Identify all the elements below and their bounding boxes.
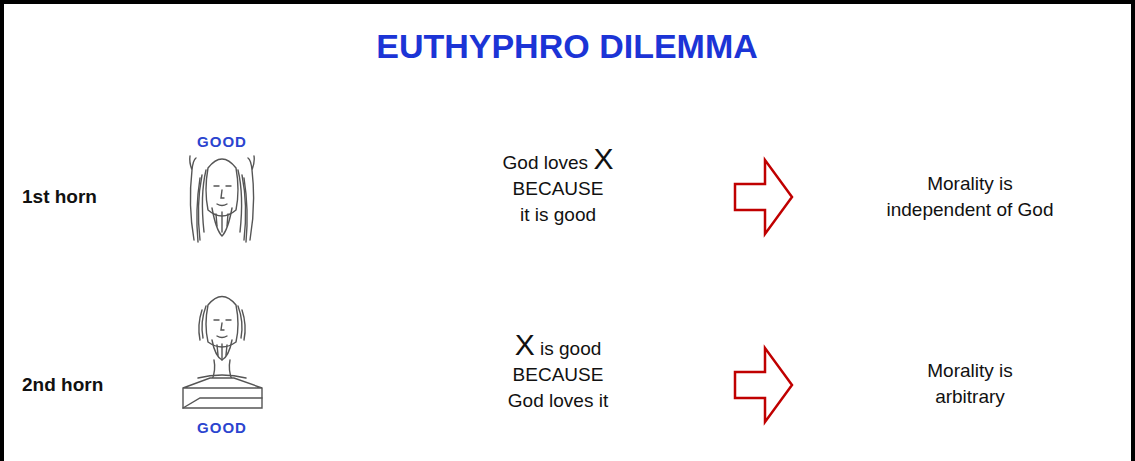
good-tag: GOOD (197, 419, 247, 437)
word: independent (887, 199, 992, 220)
word: it (599, 390, 609, 411)
word: God (503, 152, 539, 173)
conclusion-text: Morality is arbitrary (927, 358, 1013, 410)
premise-text: X is good BECAUSE God loves it (508, 330, 608, 414)
word: GOOD (197, 133, 247, 150)
implies-arrow (735, 348, 792, 422)
word: X (593, 142, 613, 175)
row-label: 2nd horn (22, 372, 103, 398)
word: good (554, 204, 596, 225)
word: God (508, 390, 544, 411)
row-label: 1st horn (22, 184, 97, 210)
good-tag: GOOD (197, 133, 247, 151)
word: is (535, 204, 549, 225)
word: 2nd (22, 374, 56, 395)
word: Morality (927, 173, 994, 194)
word: GOOD (197, 419, 247, 436)
premise-text: God loves X BECAUSE it is good (503, 144, 614, 228)
word: DILEMMA (599, 27, 758, 65)
word: is (999, 173, 1013, 194)
word: arbitrary (935, 386, 1005, 407)
implies-arrow (735, 160, 792, 234)
word: Morality (927, 360, 994, 381)
word: X (515, 328, 535, 361)
word: loves (549, 390, 593, 411)
word: BECAUSE (513, 178, 604, 199)
word: horn (61, 374, 103, 395)
word: 1st (22, 186, 49, 207)
word: loves (544, 152, 588, 173)
word: good (559, 338, 601, 359)
word: horn (55, 186, 97, 207)
conclusion-text: Morality is independent of God (887, 171, 1054, 223)
word: is (999, 360, 1013, 381)
god-figure (190, 156, 255, 242)
word: BECAUSE (513, 364, 604, 385)
word: of (996, 199, 1012, 220)
word: EUTHYPHRO (376, 27, 589, 65)
word: it (520, 204, 530, 225)
word: is (540, 338, 554, 359)
god-on-pedestal (183, 297, 262, 409)
diagram-title: EUTHYPHRO DILEMMA (376, 26, 758, 66)
word: God (1018, 199, 1054, 220)
